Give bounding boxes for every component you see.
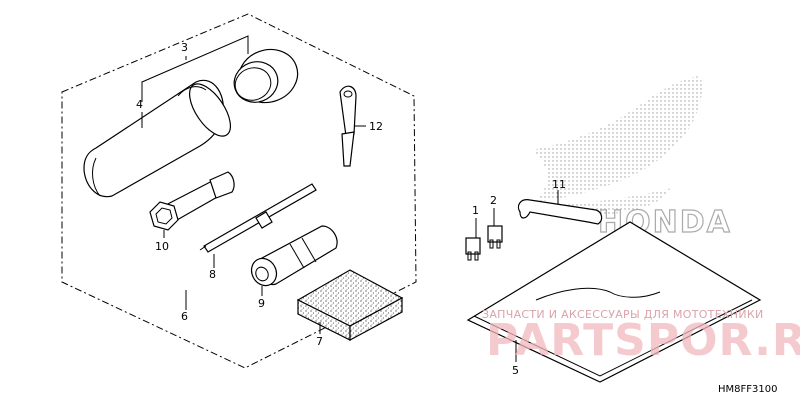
leader-lines [141,112,559,362]
watermark-tagline: ЗАПЧАСТИ И АКСЕССУАРЫ ДЛЯ МОТОТЕХНИКИ [482,308,764,321]
diagram-code: HM8FF3100 [718,384,777,395]
callout-1: 1 [472,204,479,217]
fuse-1 [465,237,481,261]
callout-8: 8 [209,268,216,281]
callout-9: 9 [258,297,265,310]
callout-7: 7 [316,335,323,348]
callout-6: 6 [181,310,188,323]
callout-2: 2 [490,194,497,207]
document-bag [466,221,762,383]
screwdriver-blade [199,183,317,253]
fuse-2 [487,225,503,249]
cleaning-pad [296,269,404,342]
tool-bag-cap [233,48,299,104]
hook-strap [517,199,603,225]
callout-10: 10 [155,240,169,253]
callout-3: 3 [181,41,188,54]
callout-12: 12 [369,120,383,133]
callout-5: 5 [512,364,519,377]
tool-bag [83,79,231,198]
callout-11: 11 [552,178,566,191]
watermark-brand: PARTSPOR.RU [486,315,800,366]
honda-wing-logo: HONDA [532,76,730,241]
handle-tool [339,85,357,167]
screwdriver-grip [250,225,338,287]
box-wrench [149,171,235,231]
tool-kit-boundary [61,13,417,369]
callout-bracket-3-4 [141,35,249,102]
callout-4: 4 [136,98,143,111]
